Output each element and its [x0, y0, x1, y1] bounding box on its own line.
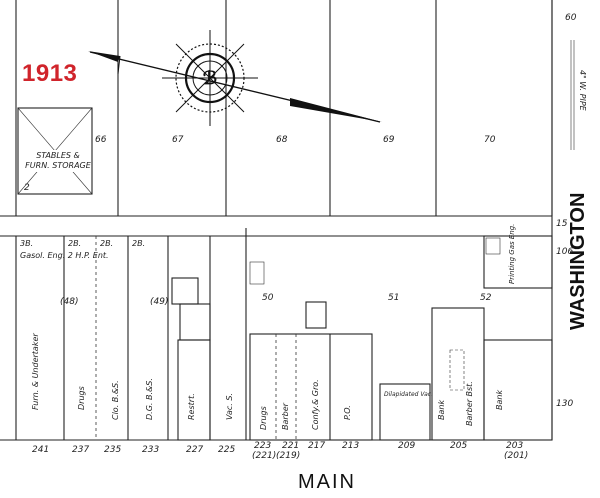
south-block: 3B. 2B. 2B. 2B. Gasol. Eng. 2 H.P. Ent. … [0, 219, 573, 461]
svg-text:ℬ: ℬ [203, 68, 217, 89]
shop-label: Furn. & Undertaker [31, 333, 40, 410]
construction-note: 2B. [100, 239, 113, 248]
address-number: 227 [186, 445, 203, 455]
street-name-washington: WASHINGTON [567, 193, 589, 330]
lot-number: 51 [388, 293, 399, 303]
address-number: 221 [282, 441, 299, 451]
lot-number: (49) [150, 297, 168, 307]
shop-label: Bank [495, 390, 504, 410]
address-number: 203 [506, 441, 523, 451]
address-number: (221) [252, 451, 276, 461]
lot-number: 69 [383, 135, 395, 145]
lot-number: 68 [276, 135, 288, 145]
address-number: 225 [218, 445, 235, 455]
lot-number: (48) [60, 297, 78, 307]
pipe-label: 4" W. PIPE [578, 70, 587, 112]
construction-note: 3B. [20, 239, 33, 248]
shop-label: Dilapidated Vac. [384, 391, 433, 398]
corner-lot: 130 [556, 399, 573, 409]
shop-label: Drugs [77, 386, 86, 410]
shop-label: Clo. B.&S. [111, 380, 120, 420]
shop-label: Barber [281, 402, 290, 430]
corner-number: 60 [565, 13, 577, 23]
shop-label: Restrt. [187, 393, 196, 420]
shop-label: Drugs [259, 406, 268, 430]
map-year: 1913 [22, 60, 78, 87]
washington-street: 4" W. PIPE 60 WASHINGTON [551, 0, 589, 440]
lot-number: 67 [172, 135, 184, 145]
shop-label: D.G. B.&S. [145, 378, 154, 420]
lot-number: 52 [480, 293, 492, 303]
compass-rose-icon: ℬ [88, 30, 382, 126]
address-number: 217 [308, 441, 325, 451]
address-number: 241 [32, 445, 49, 455]
construction-note: 2B. [68, 239, 81, 248]
address-number: 235 [104, 445, 121, 455]
shop-label: Barber Bst. [465, 381, 474, 426]
shop-label: Confy.& Gro. [311, 379, 320, 430]
shop-label: Printing Gas Eng. [508, 224, 516, 284]
lot-number: 50 [262, 293, 274, 303]
address-number: 233 [142, 445, 159, 455]
stables-building: STABLES & FURN. STORAGE 2 [17, 107, 93, 195]
stables-story: 2 [24, 183, 30, 193]
address-number: 213 [342, 441, 359, 451]
shop-label: Vac. S. [225, 393, 234, 420]
address-number: 205 [450, 441, 467, 451]
address-number: 223 [254, 441, 271, 451]
corner-lot: 15 [556, 219, 568, 229]
address-number: (201) [504, 451, 528, 461]
construction-note: 2B. [132, 239, 145, 248]
address-number: 209 [398, 441, 415, 451]
shop-label: P.O. [343, 405, 352, 420]
address-number: 237 [72, 445, 89, 455]
lot-number: 66 [95, 135, 107, 145]
engine-note: Gasol. Eng. 2 H.P. Ent. [20, 251, 109, 260]
stables-label: STABLES & [36, 151, 80, 160]
lot-number: 70 [484, 135, 496, 145]
shop-label: Bank [437, 400, 446, 420]
address-number: (219) [276, 451, 300, 461]
street-name-main: MAIN [298, 471, 356, 493]
stables-label-2: FURN. STORAGE [25, 161, 92, 170]
corner-lot: 106 [556, 247, 573, 257]
north-block: STABLES & FURN. STORAGE 2 66 67 68 69 70 [0, 0, 553, 217]
